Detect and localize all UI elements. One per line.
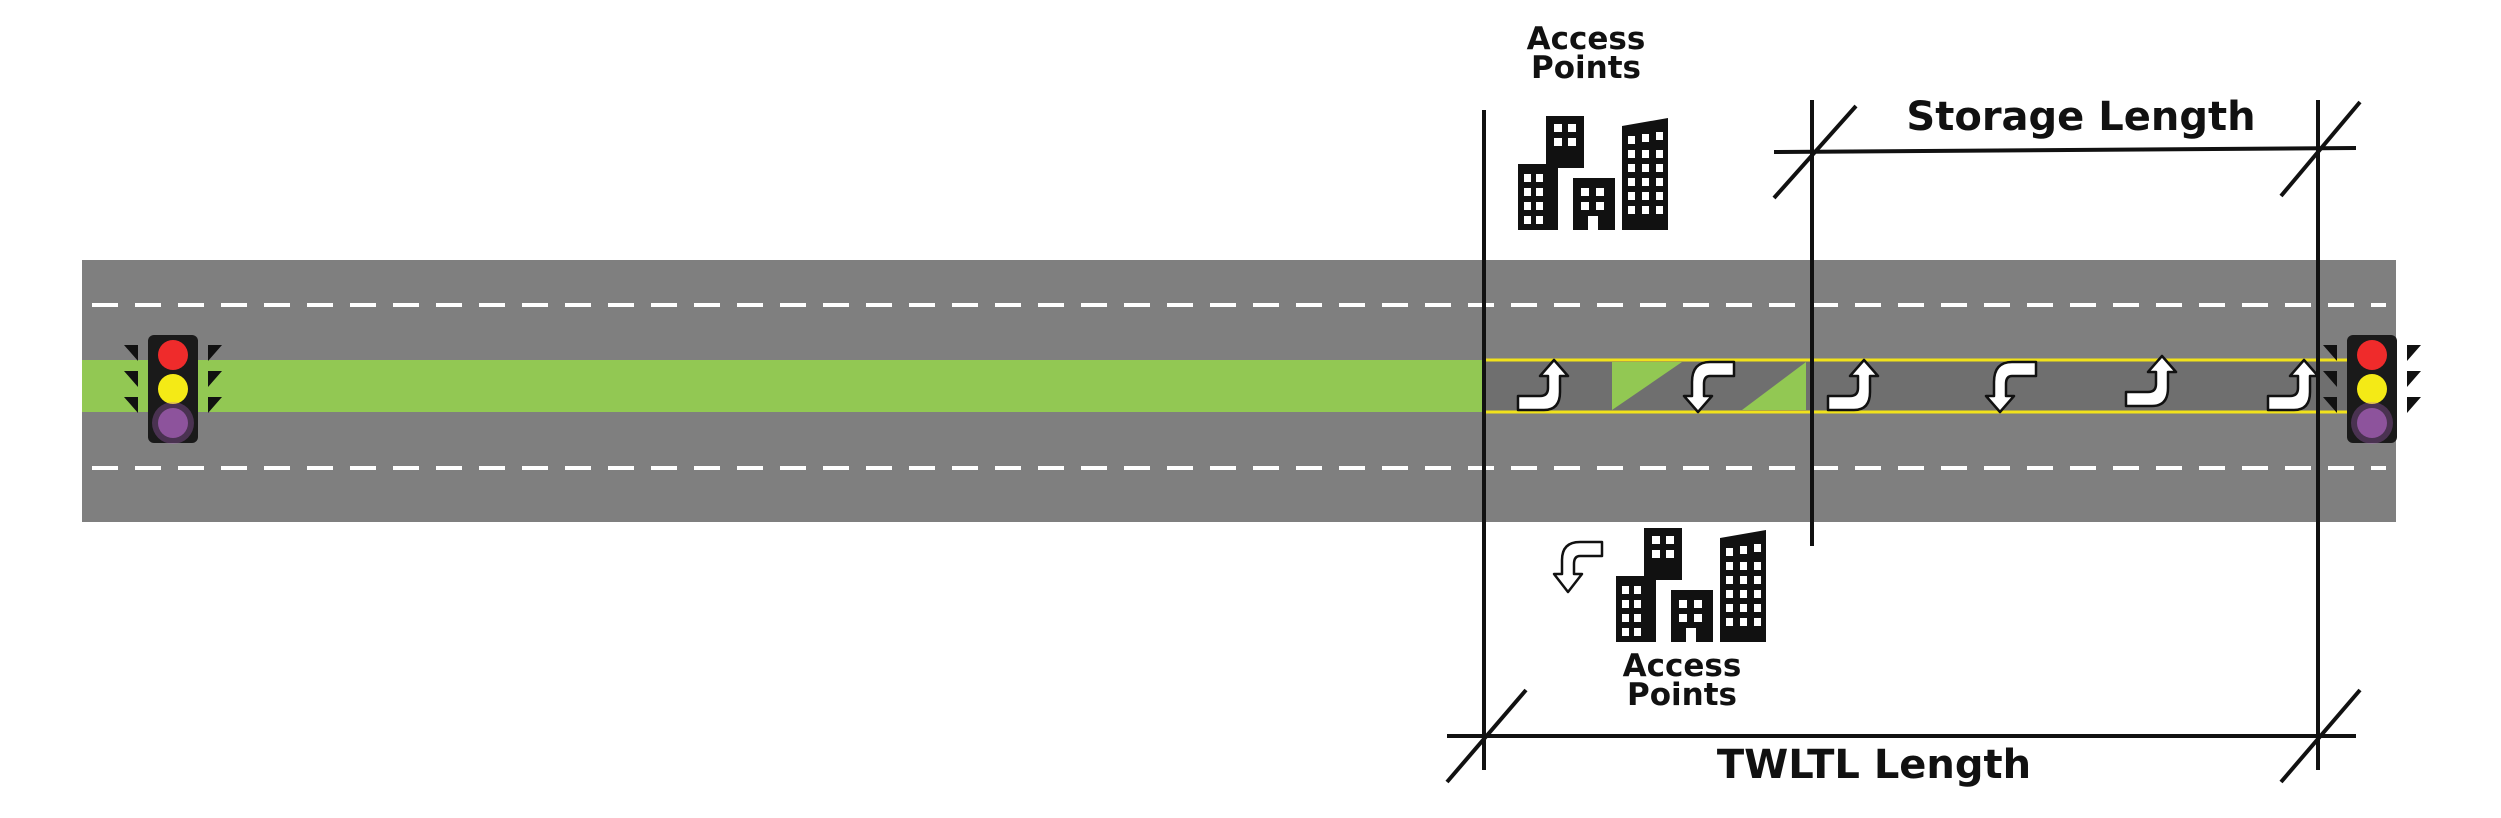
access-points-bottom-label: Access <box>1623 648 1742 684</box>
access-points-top-label: Access <box>1527 21 1646 57</box>
raised-median <box>82 360 1482 412</box>
access-points-top-label-2: Points <box>1531 50 1641 86</box>
twltl-dimension <box>1445 100 2362 784</box>
median-island-1 <box>1612 362 1682 410</box>
storage-length-label: Storage Length <box>1906 94 2255 140</box>
buildings-icon <box>1616 528 1766 642</box>
storage-dimension <box>1772 100 2362 546</box>
driveway-turn-arrow-icon <box>1552 540 1604 594</box>
median-island-2 <box>1742 362 1806 410</box>
buildings-icon <box>1518 116 1668 230</box>
twltl-length-label: TWLTL Length <box>1717 742 2031 788</box>
access-points-bottom-label-2: Points <box>1627 677 1737 713</box>
